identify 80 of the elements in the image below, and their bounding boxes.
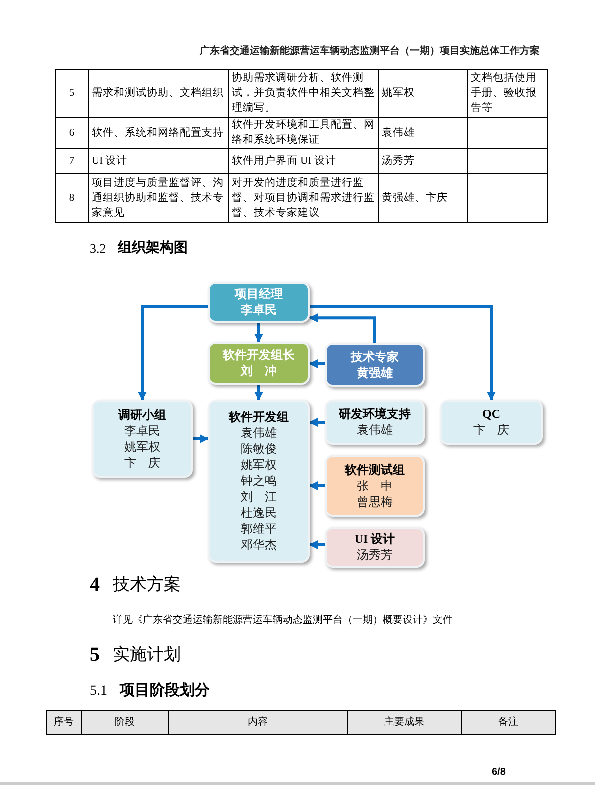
- org-box: [208, 342, 310, 385]
- table-cell: 对开发的进度和质量进行监督、对项目协调和需求进行监督、技术专家建议: [228, 174, 378, 222]
- page-number: 6/8: [492, 766, 506, 780]
- arrow: [309, 360, 325, 368]
- member-name: 汤秀芳: [357, 548, 393, 563]
- table-header-cell: 主要成果: [348, 710, 462, 734]
- table-cell: 汤秀芳: [378, 148, 468, 174]
- org-box: [325, 400, 425, 445]
- section-heading: 技术方案: [113, 574, 181, 596]
- org-box: [440, 400, 543, 445]
- member-name: 李卓民: [241, 303, 277, 318]
- group-title: 软件测试组: [345, 462, 405, 478]
- member-name: 姚军权: [241, 458, 277, 473]
- member-name: 袁伟雄: [241, 426, 277, 441]
- member-name: 陈敏俊: [241, 442, 277, 457]
- member-name: 刘 冲: [241, 364, 277, 379]
- table-cell: 6: [56, 118, 88, 148]
- section-heading: 项目阶段划分: [120, 681, 210, 701]
- member-name: 刘 江: [241, 490, 277, 505]
- arrow: [309, 314, 376, 343]
- member-name: 黄强雄: [357, 366, 393, 380]
- member-name: 曾思梅: [357, 494, 393, 510]
- section-heading: 组织架构图: [118, 239, 188, 258]
- member-name: 李卓民: [124, 424, 160, 438]
- table-cell: 黄强雄、卞庆: [378, 174, 468, 222]
- group-title: QC: [482, 407, 500, 422]
- table-header-cell: 内容: [168, 710, 348, 734]
- group-title: 软件开发组长: [223, 348, 295, 363]
- section-number: 4: [90, 573, 100, 598]
- table-cell: 袁伟雄: [378, 118, 468, 148]
- arrow: [254, 385, 264, 401]
- group-title: UI 设计: [354, 532, 396, 547]
- arrow: [309, 482, 325, 490]
- member-name: 卞 庆: [124, 456, 160, 470]
- table-header-cell: 序号: [46, 710, 82, 734]
- section-number: 5: [90, 643, 100, 668]
- section-heading: 实施计划: [113, 644, 181, 666]
- group-title: 调研小组: [118, 408, 166, 422]
- org-box: [208, 282, 310, 323]
- table-header-cell: 阶段: [82, 710, 168, 734]
- org-box: [325, 455, 425, 517]
- arrow: [138, 305, 208, 401]
- table-cell: 需求和测试协助、文档组织: [88, 70, 228, 118]
- member-name: 卞 庆: [474, 423, 510, 438]
- table-cell: 协助需求调研分析、软件测试，并负责软件中相关文档整理编写。: [228, 70, 378, 118]
- arrow: [310, 305, 496, 401]
- org-box: [325, 527, 425, 568]
- table-cell: 软件用户界面 UI 设计: [228, 148, 378, 174]
- org-box: [208, 400, 310, 563]
- page-header: 广东省交通运输新能源营运车辆动态监测平台（一期）项目实施总体工作方案: [200, 44, 540, 59]
- member-name: 杜逸民: [241, 506, 277, 521]
- member-name: 姚军权: [124, 440, 160, 454]
- table-cell: 8: [56, 174, 88, 222]
- group-title: 项目经理: [235, 287, 283, 302]
- table-cell: 5: [56, 70, 88, 118]
- member-name: 邓华杰: [241, 538, 277, 553]
- section-number: 3.2: [90, 240, 106, 258]
- table-cell: 项目进度与质量监督评、沟通组织协助和监督、技术专家意见: [88, 174, 228, 222]
- group-title: 技术专家: [351, 350, 399, 364]
- arrow: [309, 540, 325, 550]
- table-header-cell: 备注: [462, 710, 556, 734]
- member-name: 张 申: [357, 478, 393, 494]
- body-text: 详见《广东省交通运输新能源营运车辆动态监测平台（一期）概要设计》文件: [113, 614, 453, 628]
- member-name: 郭维平: [241, 522, 277, 537]
- section-number: 5.1: [90, 683, 108, 701]
- member-name: 钟之鸣: [241, 474, 277, 489]
- table-cell: UI 设计: [88, 148, 228, 174]
- org-box: [325, 343, 425, 387]
- table-cell: 姚军权: [378, 70, 468, 118]
- arrow: [193, 434, 209, 444]
- arrow: [309, 418, 325, 427]
- table-cell: 文档包括使用手册、验收报告等: [468, 70, 548, 118]
- table-cell: 软件、系统和网络配置支持: [88, 118, 228, 148]
- table-cell: 7: [56, 148, 88, 174]
- group-title: 研发环境支持: [339, 407, 411, 422]
- group-title: 软件开发组: [229, 410, 289, 425]
- org-box: [92, 400, 193, 478]
- member-name: 袁伟雄: [357, 423, 393, 438]
- arrow: [254, 323, 264, 343]
- table-cell: 软件开发环境和工具配置、网络和系统环境保证: [228, 118, 378, 148]
